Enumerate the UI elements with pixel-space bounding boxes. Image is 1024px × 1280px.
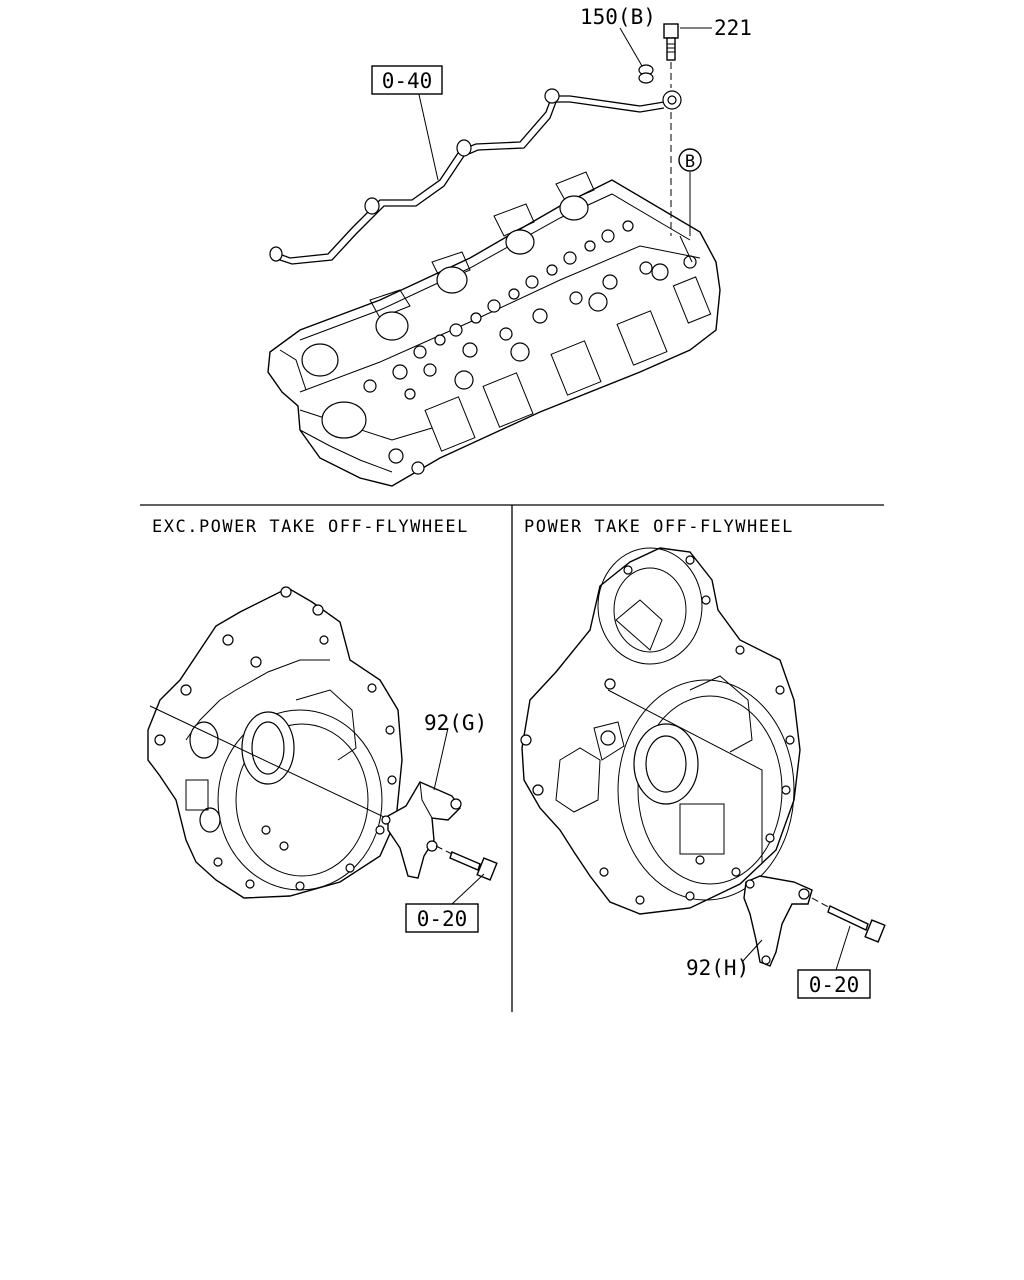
callout-221-text: 221 xyxy=(714,16,752,40)
bracket-92g xyxy=(381,781,462,879)
leak-off-pipe xyxy=(269,88,682,265)
callout-b-text: B xyxy=(685,152,695,172)
callout-b-circle: B xyxy=(678,148,702,172)
bracket-92h xyxy=(743,875,813,967)
callout-0-20-left: 0-20 xyxy=(405,903,479,933)
flywheel-housing-right xyxy=(520,547,801,915)
cylinder-head xyxy=(267,171,721,487)
callout-92g-text: 92(G) xyxy=(424,711,487,735)
bolt-left xyxy=(435,845,498,881)
callout-0-20-right-text: 0-20 xyxy=(809,973,860,997)
callout-0-40: 0-40 xyxy=(371,65,443,95)
flywheel-housing-left xyxy=(147,586,403,899)
washer-150b xyxy=(638,64,654,84)
bolt-right xyxy=(811,897,886,943)
callout-150b-text: 150(B) xyxy=(580,5,656,29)
right-section-title: POWER TAKE OFF-FLYWHEEL xyxy=(524,517,794,537)
left-section-title: EXC.POWER TAKE OFF-FLYWHEEL xyxy=(152,517,469,537)
callout-0-20-left-text: 0-20 xyxy=(417,907,468,931)
callout-92h-text: 92(H) xyxy=(686,956,749,980)
bolt-221 xyxy=(663,23,679,236)
callout-0-20-right: 0-20 xyxy=(797,969,871,999)
callout-0-40-text: 0-40 xyxy=(382,69,433,93)
